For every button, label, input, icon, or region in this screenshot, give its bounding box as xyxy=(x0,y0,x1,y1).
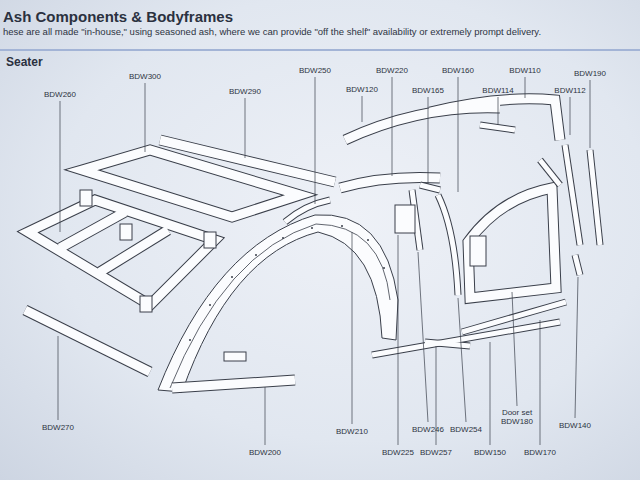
part-number: BDW220 xyxy=(376,66,408,75)
part-number: BDW254 xyxy=(450,425,482,434)
part-number: BDW260 xyxy=(44,90,76,99)
part-number: BDW190 xyxy=(574,69,606,78)
intro-note: hese are all made "in-house," using seas… xyxy=(3,27,541,38)
part-number: BDW300 xyxy=(129,72,161,81)
part-number: BDW210 xyxy=(336,427,368,436)
part-number: BDW225 xyxy=(382,448,414,457)
section-heading: Seater xyxy=(6,56,43,70)
part-number: Door set BDW180 xyxy=(495,408,539,426)
part-number: BDW112 xyxy=(554,86,585,95)
part-number: BDW140 xyxy=(559,421,591,430)
page-title: Ash Components & Bodyframes xyxy=(3,8,233,25)
part-number: BDW250 xyxy=(299,66,331,75)
part-number: BDW270 xyxy=(42,423,74,432)
part-number: BDW110 xyxy=(509,66,540,75)
part-number: BDW257 xyxy=(420,448,452,457)
part-number: BDW246 xyxy=(412,425,444,434)
part-number: BDW165 xyxy=(412,86,444,95)
part-number: BDW200 xyxy=(249,448,281,457)
part-number: BDW290 xyxy=(229,87,261,96)
part-number: BDW120 xyxy=(346,85,378,94)
part-number: BDW114 xyxy=(482,86,513,95)
part-number: BDW170 xyxy=(524,448,556,457)
part-number: BDW150 xyxy=(474,448,506,457)
part-number: BDW160 xyxy=(442,66,474,75)
